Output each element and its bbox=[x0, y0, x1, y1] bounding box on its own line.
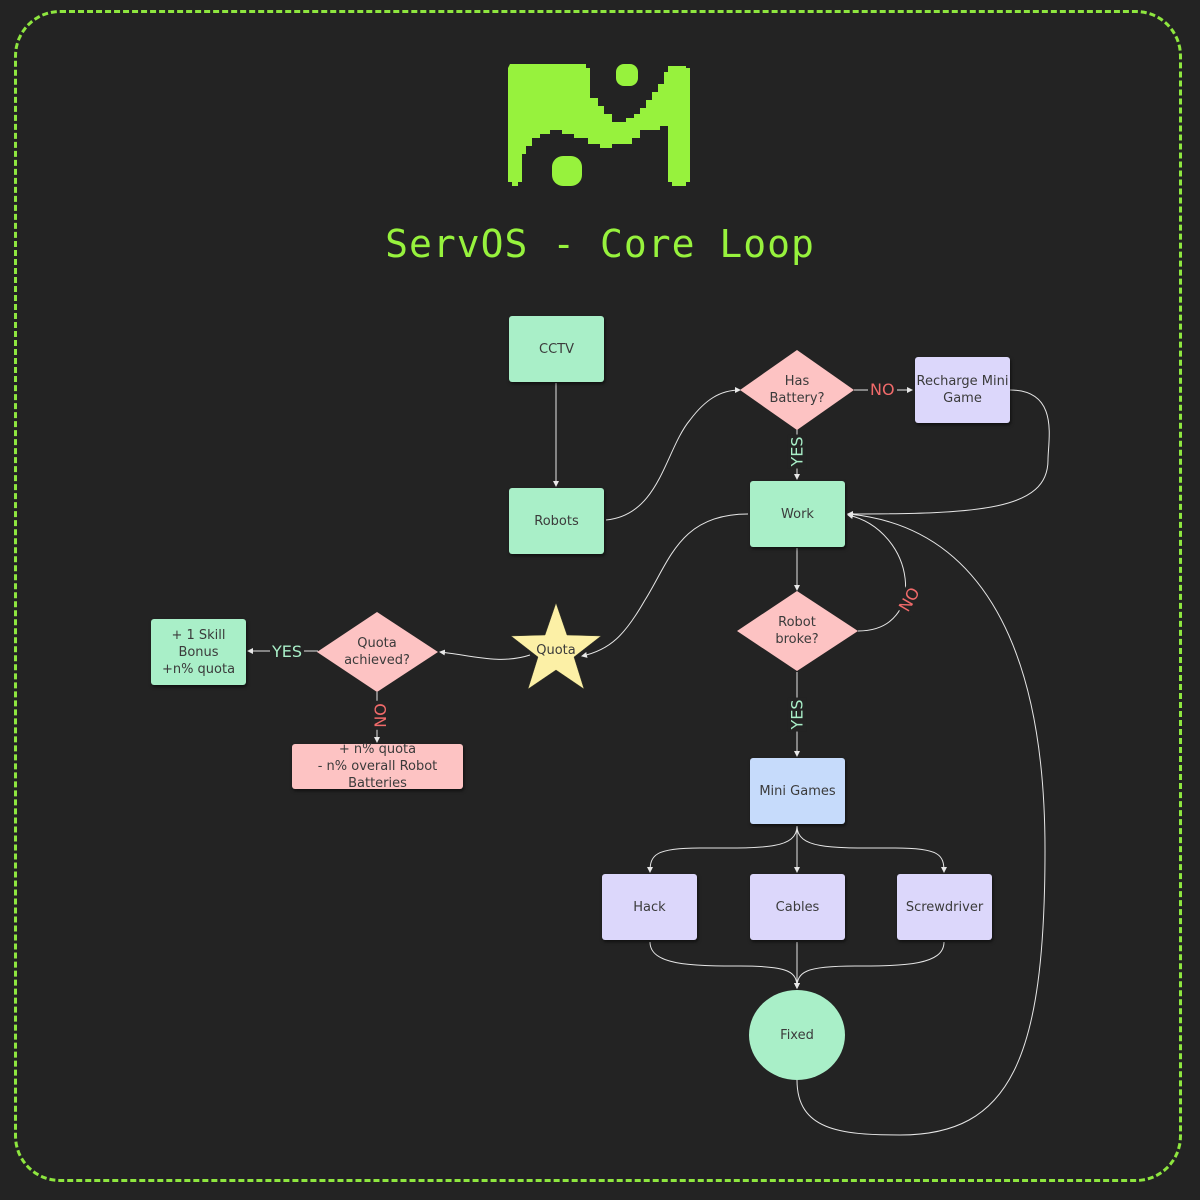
node-fixed[interactable]: Fixed bbox=[749, 990, 845, 1080]
node-screwdriver[interactable]: Screwdriver bbox=[897, 874, 992, 940]
node-cables[interactable]: Cables bbox=[750, 874, 845, 940]
node-cctv[interactable]: CCTV bbox=[509, 316, 604, 382]
quota-label: Quota bbox=[536, 643, 576, 658]
edge-minigames-hack bbox=[647, 825, 798, 873]
node-skill-bonus[interactable]: + 1 Skill Bonus+n% quota bbox=[151, 619, 246, 685]
quota-star bbox=[510, 602, 602, 690]
has-battery-diamond bbox=[740, 350, 854, 430]
servos-logo-icon bbox=[508, 64, 690, 186]
node-work[interactable]: Work bbox=[750, 481, 845, 547]
node-hack[interactable]: Hack bbox=[602, 874, 697, 940]
edge-minigames-screwdriver bbox=[796, 825, 947, 873]
edge-quota-achieved bbox=[439, 649, 531, 660]
edge-work-quota bbox=[581, 513, 749, 658]
edge-robots-has-battery bbox=[605, 387, 741, 521]
robot-broke-diamond bbox=[737, 591, 858, 671]
edge-label-quota-no: NO bbox=[370, 701, 390, 730]
node-mini-games[interactable]: Mini Games bbox=[750, 758, 845, 824]
edge-fixed-work bbox=[796, 511, 1046, 1136]
edge-recharge-work bbox=[847, 389, 1050, 517]
page-title: ServOS - Core Loop bbox=[385, 222, 815, 266]
dashed-frame bbox=[14, 10, 1182, 1182]
node-robots[interactable]: Robots bbox=[509, 488, 604, 554]
node-penalty[interactable]: + n% quota- n% overall Robot Batteries bbox=[292, 742, 463, 791]
edge-hack-fixed bbox=[649, 941, 800, 989]
quota-achieved-diamond bbox=[317, 612, 438, 692]
edge-screwdriver-fixed bbox=[794, 941, 945, 989]
edge-label-battery-no: NO bbox=[868, 380, 897, 399]
edge-label-quota-yes: YES bbox=[270, 642, 305, 661]
edge-label-broke-yes: YES bbox=[787, 697, 807, 732]
edge-label-battery-yes: YES bbox=[787, 434, 807, 469]
edge-broke-work bbox=[847, 513, 906, 632]
